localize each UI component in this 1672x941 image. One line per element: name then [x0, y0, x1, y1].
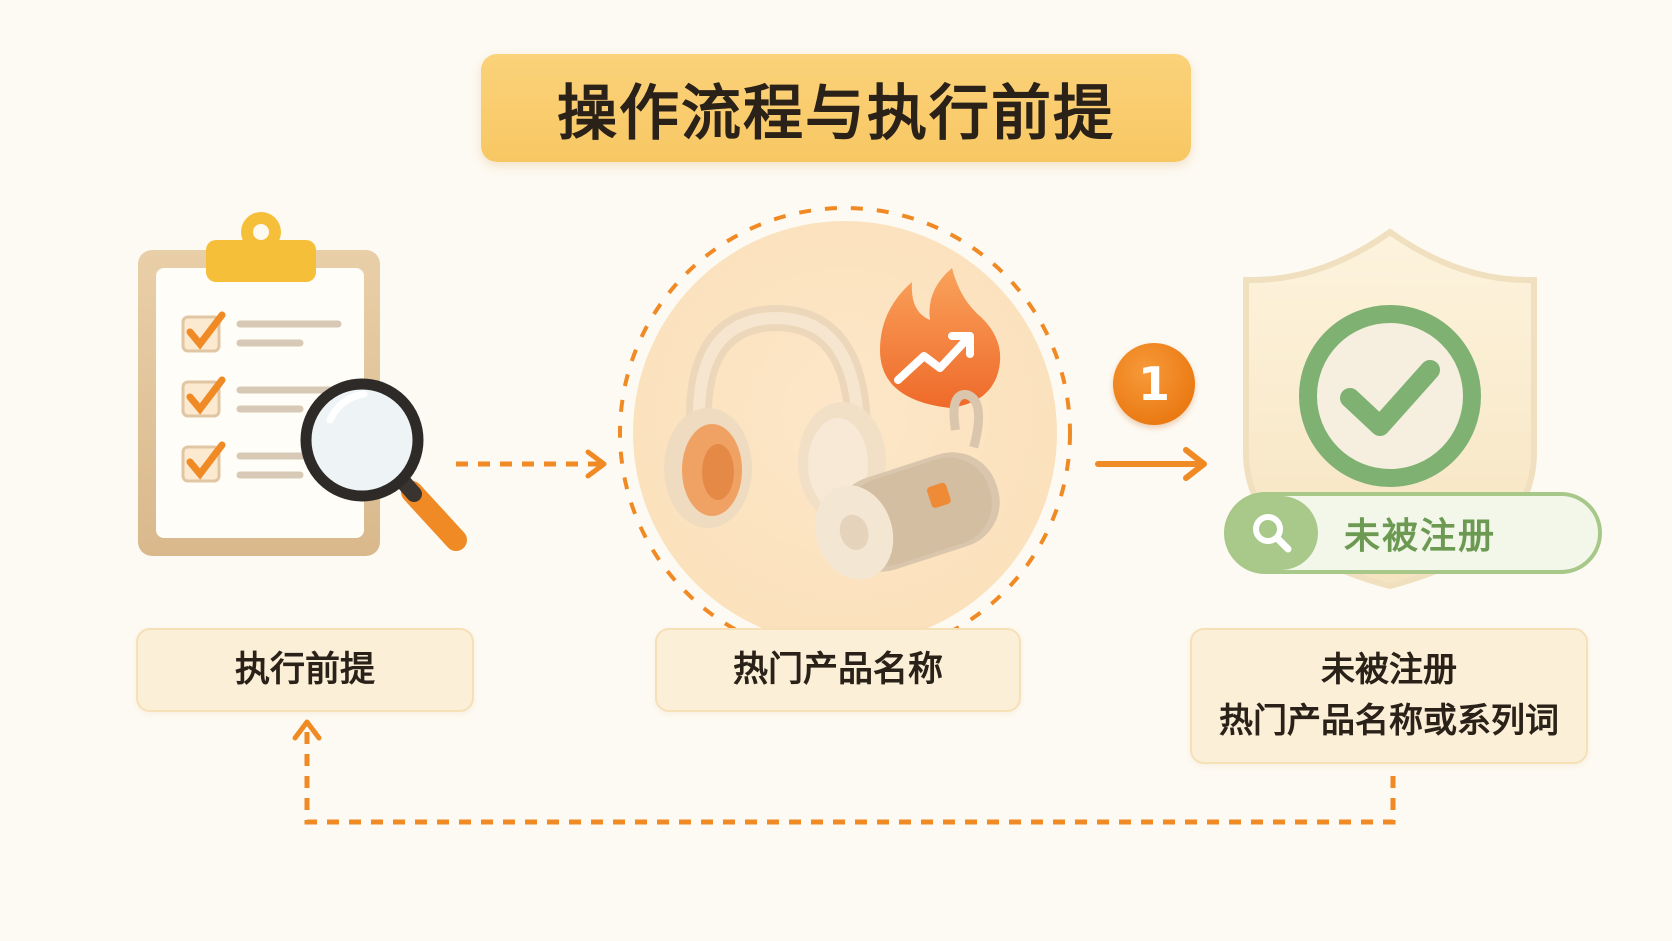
status-search-pill: 未被注册 [1224, 492, 1602, 574]
step1-label: 执行前提 [234, 649, 375, 690]
title-banner: 操作流程与执行前提 [481, 54, 1191, 162]
step-number: 1 [1137, 357, 1170, 411]
page-title: 操作流程与执行前提 [557, 78, 1115, 149]
flow-arrow-step1-to-step2 [456, 449, 607, 479]
flow-arrow-step2-to-step3 [1095, 447, 1207, 481]
search-icon [1226, 496, 1318, 570]
status-pill-label: 未被注册 [1344, 516, 1497, 557]
step3-label-box: 未被注册 热门产品名称或系列词 [1190, 628, 1588, 764]
step2-label: 热门产品名称 [732, 649, 943, 690]
step1-label-box: 执行前提 [136, 628, 474, 712]
headphones-speaker-trending-fire-icon [618, 206, 1072, 660]
step2-label-box: 热门产品名称 [655, 628, 1021, 712]
step3-label-line2: 热门产品名称或系列词 [1219, 701, 1559, 741]
clipboard-checklist-magnifier-icon [138, 212, 467, 556]
feedback-loop-arrow [292, 719, 1396, 825]
step-number-badge: 1 [1113, 343, 1195, 425]
step3-label-line1: 未被注册 [1321, 650, 1457, 690]
